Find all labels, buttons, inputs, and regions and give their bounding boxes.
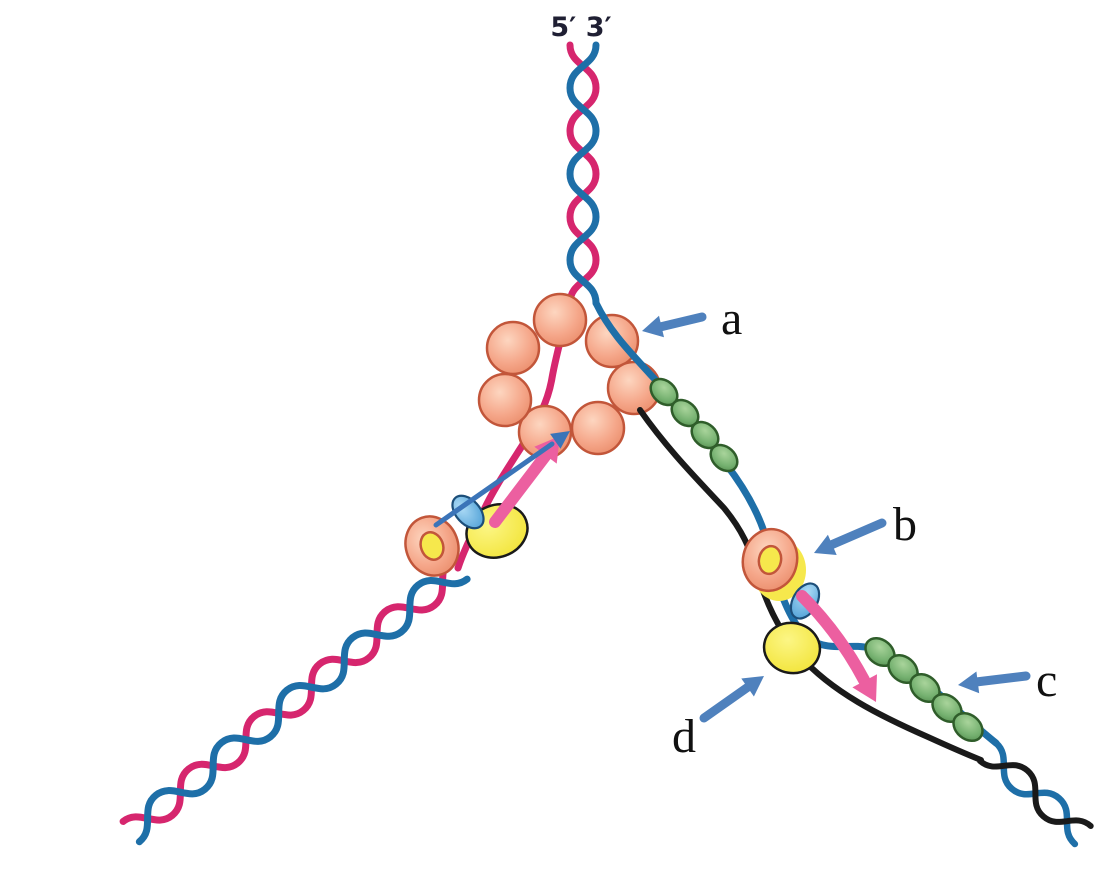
- parental-pink-strand: [566, 41, 600, 307]
- sliding-clamp-ring-left-hole: [419, 531, 445, 561]
- left-replication-complex: [404, 431, 570, 577]
- left-daughter-duplex-helix: [119, 555, 471, 846]
- ssb-beads-lower: [864, 636, 984, 743]
- left-duplex-pink-strand: [119, 555, 455, 825]
- helicase-subunit: [584, 313, 640, 369]
- ssb-bead: [709, 443, 739, 473]
- pink-synthesis-arrow-left: [489, 449, 552, 528]
- strand-end-labels: 5′ 3′: [550, 12, 611, 43]
- parental-blue-strand: [566, 41, 600, 307]
- helicase-subunit: [477, 372, 533, 428]
- right-duplex-black-strand: [977, 758, 1094, 829]
- label-c-arrowhead: [958, 671, 980, 694]
- polymerase-blob-right: [762, 621, 822, 675]
- label-a: a: [721, 292, 742, 345]
- parental-duplex-helix: [566, 41, 600, 307]
- ssb-bead: [952, 711, 984, 743]
- label-c-arrow: [971, 671, 1031, 687]
- right-daughter-duplex-helix: [977, 739, 1094, 848]
- helicase-protein-cluster: [477, 292, 662, 460]
- right-replication-complex: [741, 527, 877, 702]
- label-c: c: [1036, 654, 1057, 707]
- label-d-arrowhead: [741, 676, 764, 697]
- label-b-arrow: [826, 518, 887, 550]
- pink-synthesis-arrow-right: [796, 590, 870, 686]
- annotations: a b c d 5′ 3′: [550, 12, 1057, 763]
- label-a-arrow: [655, 312, 707, 332]
- blue-direction-arrow-left: [433, 441, 555, 528]
- blue-direction-arrowhead-left: [550, 431, 570, 449]
- ssb-beads-upper: [649, 377, 739, 473]
- label-d-arrow: [699, 682, 753, 723]
- helicase-subunit: [532, 292, 588, 348]
- blue-template-strand-right: [592, 299, 1000, 747]
- blue-teardrop-left: [451, 494, 485, 530]
- pink-synthesis-arrowhead-right: [852, 674, 877, 702]
- sliding-clamp-ring-right-hole: [757, 544, 783, 576]
- helicase-subunit: [485, 320, 541, 376]
- label-b-arrowhead: [814, 534, 837, 555]
- label-d: d: [672, 710, 696, 763]
- label-b: b: [893, 498, 917, 551]
- label-a-arrowhead: [642, 315, 664, 338]
- left-duplex-blue-strand: [135, 575, 471, 846]
- black-strand-right: [637, 407, 984, 763]
- helicase-subunit: [570, 400, 626, 456]
